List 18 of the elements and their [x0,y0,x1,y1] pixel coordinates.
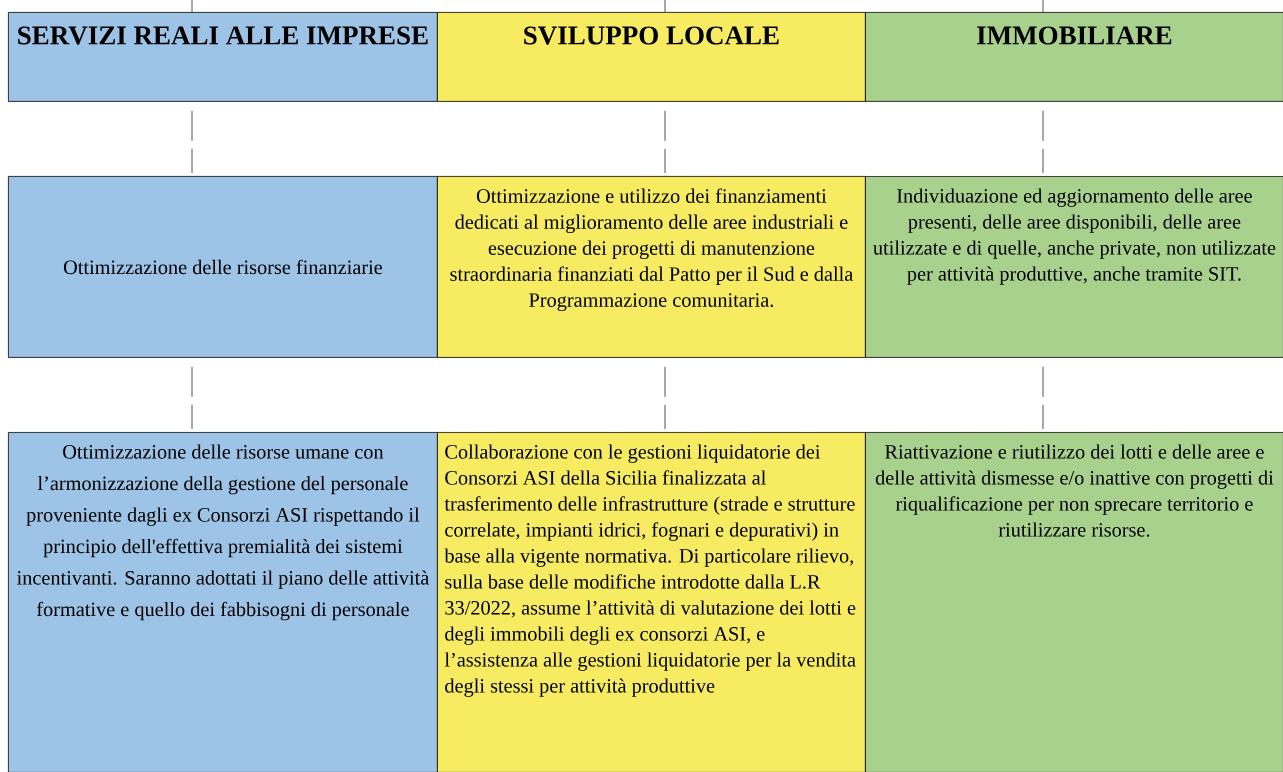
connector-line [191,366,193,430]
header-box: SERVIZI REALI ALLE IMPRESE [8,12,438,102]
header-box: IMMOBILIARE [865,12,1283,102]
connector-line [191,0,193,13]
task-box: Ottimizzazione delle risorse umane con l’armonizzazione della gestione del personale proveniente dagli ex Consorzi ASI rispettando il principio dell'effettiva premialità dei sistemi incentivanti. Saranno adottati il piano delle attività formative e quello dei fabbisogni di personale [8,432,438,772]
task-box: Riattivazione e riutilizzo dei lotti e delle aree e delle attività dismesse e/o inattive con progetti di riqualificazione per non sprecare territorio e riutilizzare risorse. [865,432,1283,772]
connector-line [191,110,193,174]
task-box: Collaborazione con le gestioni liquidatorie dei Consorzi ASI della Sicilia finalizzata al trasferimento delle infrastrutture (strade e strutture correlate, impianti idrici, fognari e depurativi) in base alla vigente normativa. Di particolare rilievo, sulla base delle modifiche introdotte dalla L.R 33/2022, assume l’attività di valutazione dei lotti e degli immobili degli ex consorzi ASI, e l’assistenza alle gestioni liquidatorie per la vendita degli stessi per attività produttive [437,432,866,772]
task-box: Ottimizzazione delle risorse finanziarie [8,176,438,358]
connector-line [664,110,666,174]
header-box: SVILUPPO LOCALE [437,12,866,102]
task-box: Ottimizzazione e utilizzo dei finanziamenti dedicati al miglioramento delle aree industriali e esecuzione dei progetti di manutenzione straordinaria finanziati dal Patto per il Sud e dalla Programmazione comunitaria. [437,176,866,358]
connector-line [1042,0,1044,13]
connector-line [1042,366,1044,430]
connector-line [664,366,666,430]
connector-line [1042,110,1044,174]
connector-line [664,0,666,13]
task-box: Individuazione ed aggiornamento delle aree presenti, delle aree disponibili, delle aree utilizzate e di quelle, anche private, non utilizzate per attività produttive, anche tramite SIT. [865,176,1283,358]
